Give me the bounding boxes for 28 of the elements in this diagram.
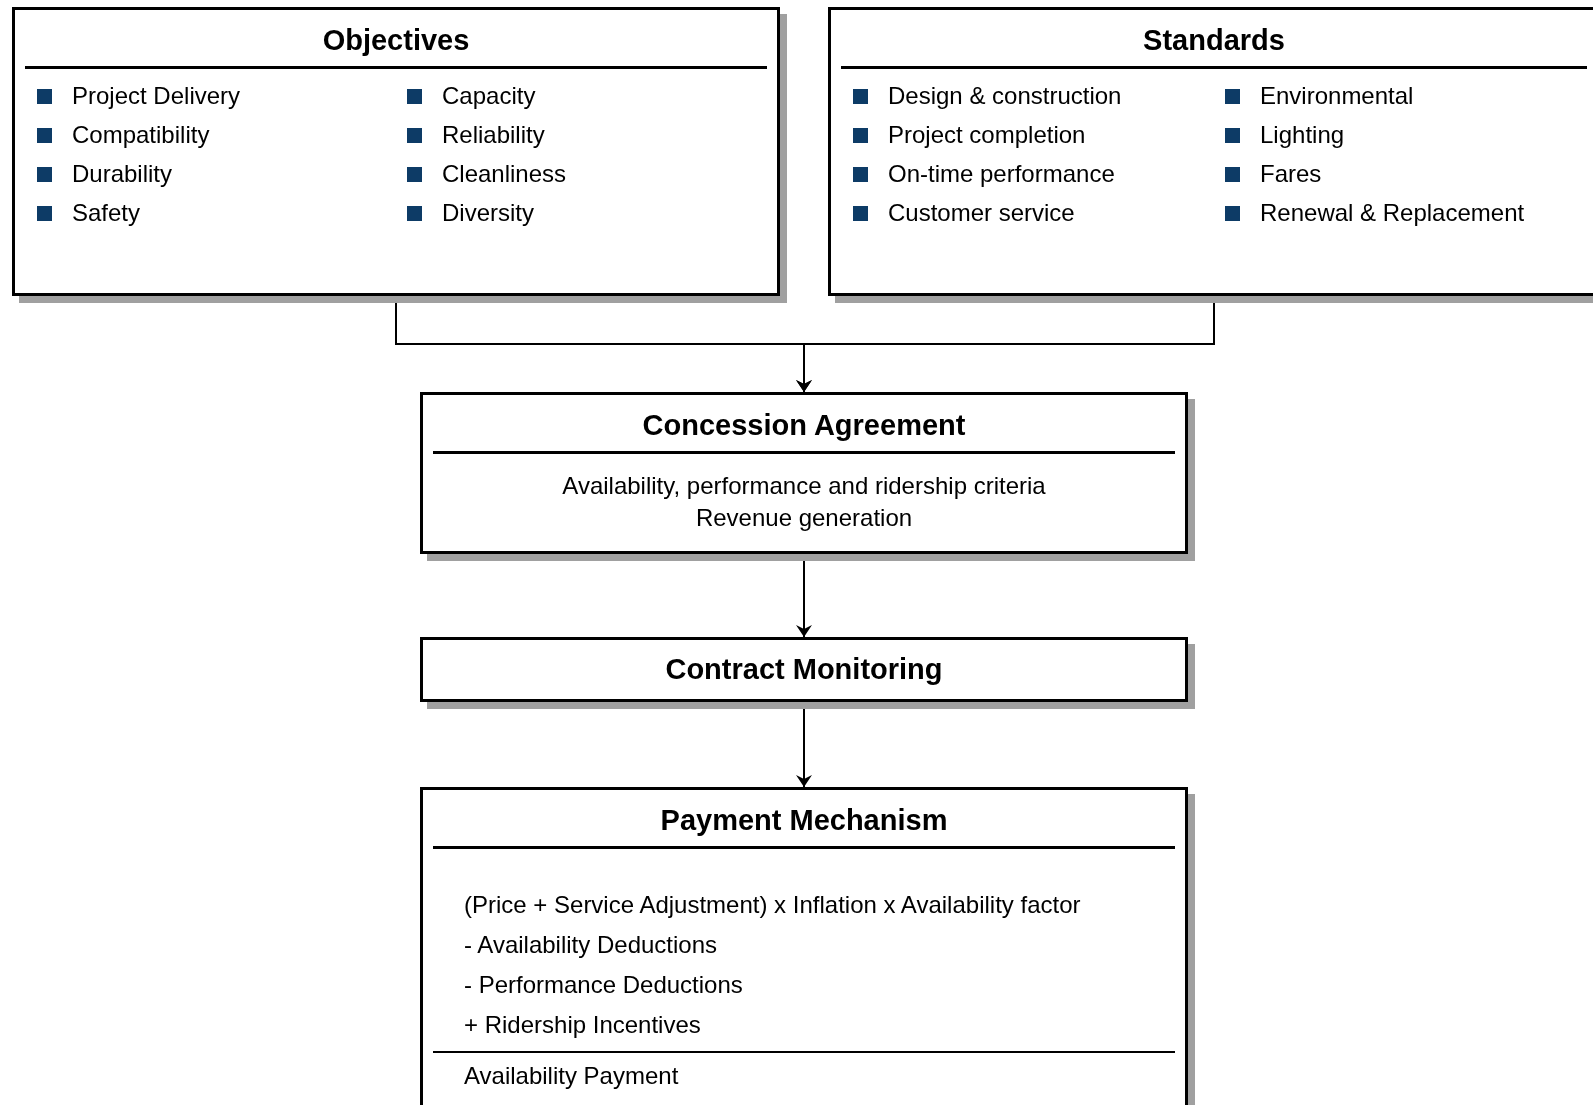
list-item: Capacity [442,81,536,112]
list-item: Durability [72,159,173,190]
formula-line: + Ridership Incentives [464,1010,702,1041]
list-item: Lighting [1260,120,1345,151]
box-heading: Contract Monitoring [664,651,944,687]
list-item: Fares [1260,159,1322,190]
list-item: Compatibility [72,120,210,151]
list-item: Project completion [888,120,1086,151]
list-item: Cleanliness [442,159,567,190]
formula-line: (Price + Service Adjustment) x Inflation x Availability factor [464,890,1082,921]
formula-line: - Performance Deductions [464,970,744,1001]
list-item: Design & construction [888,81,1122,112]
list-item: Environmental [1260,81,1414,112]
box-heading: Concession Agreement [641,408,967,443]
list-item: Renewal & Replacement [1260,198,1525,229]
box-heading: Payment Mechanism [659,803,949,838]
list-item: Diversity [442,198,534,229]
list-item: Reliability [442,120,545,151]
body-text: Revenue generation [695,503,913,534]
list-item: Safety [72,198,141,229]
list-item: Project Delivery [72,81,241,112]
body-text: Availability, performance and ridership criteria [562,471,1046,502]
list-item: Customer service [888,198,1075,229]
list-item: On-time performance [888,159,1115,190]
formula-line: - Availability Deductions [464,930,719,961]
result-text: Availability Payment [463,1061,680,1092]
box-heading: Standards [1142,23,1286,58]
box-heading: Objectives [321,23,471,58]
